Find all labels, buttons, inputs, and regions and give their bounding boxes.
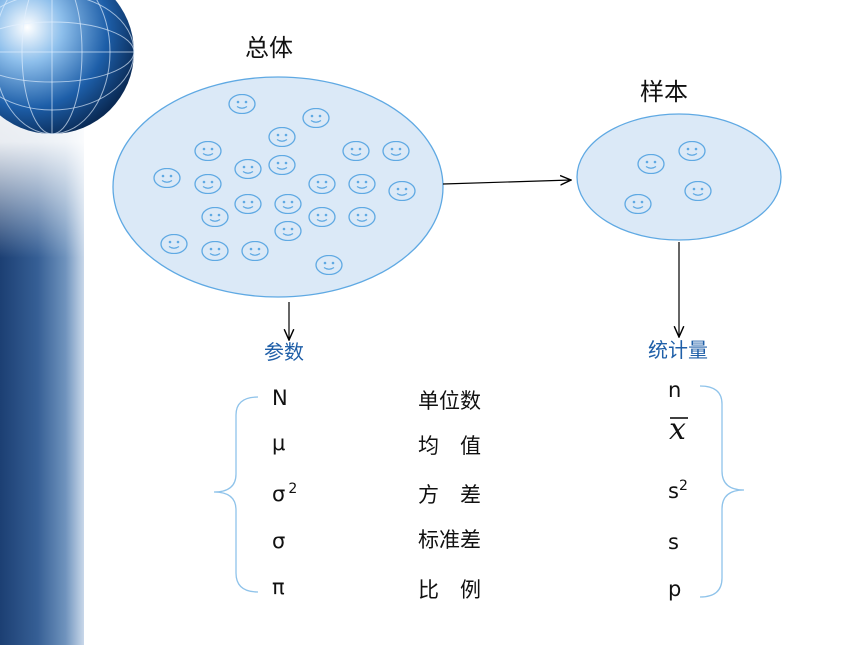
smiley-face-icon bbox=[274, 221, 302, 241]
smiley-face-icon bbox=[678, 141, 706, 161]
param-symbol: μ bbox=[272, 431, 286, 455]
smiley-face-icon bbox=[684, 181, 712, 201]
param-symbol-base: σ bbox=[272, 482, 286, 506]
measure-name: 均 值 bbox=[418, 434, 481, 458]
smiley-face-icon bbox=[268, 127, 296, 147]
smiley-face-icon bbox=[153, 168, 181, 188]
smiley-face-icon bbox=[315, 255, 343, 275]
measure-name: 方 差 bbox=[418, 483, 481, 507]
stat-symbol: x bbox=[669, 412, 686, 447]
measure-name: 标准差 bbox=[418, 528, 481, 552]
smiley-face-icon bbox=[308, 174, 336, 194]
sample-title: 样本 bbox=[640, 78, 688, 106]
smiley-face-icon bbox=[268, 155, 296, 175]
smiley-face-icon bbox=[228, 94, 256, 114]
smiley-face-icon bbox=[194, 174, 222, 194]
stat-exponent: 2 bbox=[678, 478, 688, 494]
param-symbol: N bbox=[272, 386, 288, 410]
stat-symbol: n bbox=[668, 378, 682, 402]
population-title: 总体 bbox=[245, 34, 293, 62]
population-to-sample-arrow bbox=[442, 180, 571, 184]
parameter-label: 参数 bbox=[264, 340, 304, 364]
statistic-label: 统计量 bbox=[648, 338, 708, 362]
param-exponent: 2 bbox=[288, 481, 298, 497]
smiley-face-icon bbox=[194, 141, 222, 161]
smiley-face-icon bbox=[348, 174, 376, 194]
smiley-face-icon bbox=[241, 241, 269, 261]
param-symbol: π bbox=[272, 575, 285, 599]
smiley-face-icon bbox=[234, 194, 262, 214]
left-brace bbox=[213, 396, 259, 593]
smiley-face-icon bbox=[201, 207, 229, 227]
smiley-face-icon bbox=[388, 181, 416, 201]
smiley-face-icon bbox=[348, 207, 376, 227]
right-brace bbox=[699, 385, 745, 598]
smiley-face-icon bbox=[637, 154, 665, 174]
stat-symbol: p bbox=[668, 577, 682, 601]
smiley-face-icon bbox=[201, 241, 229, 261]
stat-symbol-base: s bbox=[668, 479, 679, 503]
measure-name: 比 例 bbox=[418, 578, 481, 602]
stat-symbol: s2 bbox=[668, 478, 688, 503]
smiley-face-icon bbox=[342, 141, 370, 161]
measure-name: 单位数 bbox=[418, 389, 481, 413]
param-symbol: σ bbox=[272, 529, 286, 553]
smiley-face-icon bbox=[302, 108, 330, 128]
smiley-face-icon bbox=[160, 234, 188, 254]
population-ellipse bbox=[112, 76, 444, 298]
stat-symbol: s bbox=[668, 530, 679, 554]
sample-ellipse bbox=[576, 113, 782, 241]
globe-icon bbox=[0, 0, 135, 135]
smiley-face-icon bbox=[308, 207, 336, 227]
smiley-face-icon bbox=[624, 194, 652, 214]
smiley-face-icon bbox=[274, 194, 302, 214]
smiley-face-icon bbox=[234, 159, 262, 179]
smiley-face-icon bbox=[382, 141, 410, 161]
